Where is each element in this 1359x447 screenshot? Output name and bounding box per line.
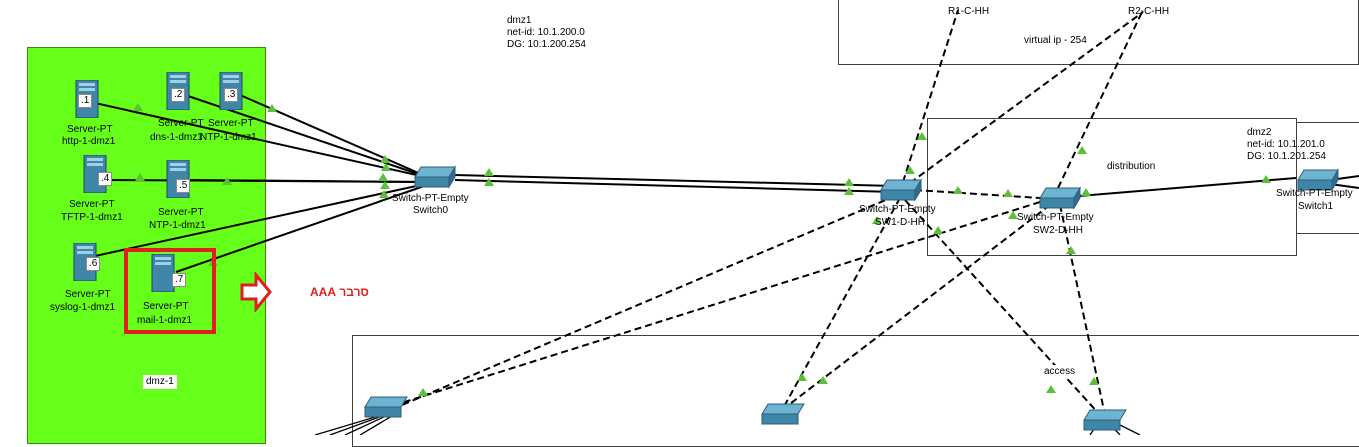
port-up-icon xyxy=(1003,189,1013,197)
switch-type-label: Switch-PT-Empty xyxy=(1017,212,1094,223)
server-ip-tag: .5 xyxy=(176,179,191,193)
link-server1-switch0 xyxy=(94,102,431,179)
aaa-server-highlight xyxy=(124,248,216,334)
dmz1-zone-label: dmz-1 xyxy=(143,375,177,389)
switch-icon xyxy=(414,165,456,189)
server-type-label: Server-PT xyxy=(208,118,254,129)
port-up-icon xyxy=(418,388,428,396)
port-up-icon xyxy=(818,376,828,384)
switch-name-label: Switch1 xyxy=(1298,201,1334,212)
server-ip-tag: .7 xyxy=(172,273,187,287)
port-up-icon xyxy=(905,166,915,174)
switch-type-label: Switch-PT-Empty xyxy=(392,193,469,204)
link-switch0-sw1-a xyxy=(454,174,896,187)
server-type-label: Server-PT xyxy=(69,199,115,210)
switch-icon xyxy=(1039,186,1081,210)
link-sw1-access3 xyxy=(904,199,1101,416)
port-up-icon xyxy=(380,155,390,163)
link-sw2-access3 xyxy=(1059,204,1106,416)
port-up-icon xyxy=(1046,385,1056,393)
port-up-icon xyxy=(484,178,494,186)
port-up-icon xyxy=(1077,146,1087,154)
port-up-icon xyxy=(1261,175,1271,183)
server-name-label: NTP-1-dmz1 xyxy=(149,220,206,231)
port-up-icon xyxy=(135,173,145,181)
access-switch-icon[interactable] xyxy=(1082,408,1128,432)
network-links xyxy=(94,9,1359,435)
port-up-icon xyxy=(1066,246,1076,254)
link-sw1-r2 xyxy=(909,11,1144,184)
port-up-icon xyxy=(1008,211,1018,219)
server-ip-tag: .3 xyxy=(224,88,239,102)
port-up-icon xyxy=(381,163,391,171)
server-type-label: Server-PT xyxy=(158,207,204,218)
right-arrow-icon xyxy=(240,272,272,312)
dmz1-info-note: dmz1 net-id: 10.1.200.0 DG: 10.1.200.254 xyxy=(504,14,589,52)
distribution-label: distribution xyxy=(1104,160,1159,174)
link-server7-switch0 xyxy=(175,183,431,273)
port-up-icon xyxy=(844,187,854,195)
link-sw1-access1 xyxy=(394,195,896,409)
port-up-icon xyxy=(484,168,494,176)
virtual-ip-label: virtual ip - 254 xyxy=(1021,34,1090,48)
access-label: access xyxy=(1041,365,1079,379)
link-sw1-r1 xyxy=(902,9,959,183)
port-up-icon xyxy=(797,373,807,381)
port-up-icon xyxy=(133,103,143,111)
server-type-label: Server-PT xyxy=(158,118,204,129)
switch-type-label: Switch-PT-Empty xyxy=(859,204,936,215)
switch-name-label: SW1-D-HH xyxy=(875,217,925,228)
server-name-label: mail-1-dmz1 xyxy=(137,315,193,326)
port-up-icon xyxy=(933,226,943,234)
dmz2-info-note: dmz2 net-id: 10.1.201.0 DG: 10.1.201.254 xyxy=(1247,127,1326,162)
switch-name-label: SW2-D-HH xyxy=(1033,225,1083,236)
port-up-icon xyxy=(380,181,390,189)
link-sw1-sw2 xyxy=(914,189,1041,199)
server-ip-tag: .1 xyxy=(78,94,93,108)
port-up-icon xyxy=(378,173,388,181)
server-name-label: dns-1-dmz1 xyxy=(150,132,203,143)
switch-icon xyxy=(880,178,922,202)
link-sw2-switch1 xyxy=(1054,177,1297,199)
link-sw2-access2 xyxy=(781,204,1051,411)
server-type-label: Server-PT xyxy=(143,301,189,312)
link-server6-switch0 xyxy=(94,182,431,257)
access-switch-icon[interactable] xyxy=(363,395,409,419)
link-server3-switch0 xyxy=(239,94,431,179)
port-up-icon xyxy=(872,216,882,224)
aaa-server-callout: סרבר AAA xyxy=(310,285,369,299)
port-up-icon xyxy=(1081,188,1091,196)
port-up-icon xyxy=(844,178,854,186)
port-up-icon xyxy=(222,177,232,185)
server-name-label: syslog-1-dmz1 xyxy=(50,302,116,313)
link-switch0-sw1-b xyxy=(454,179,896,193)
link-sw2-access1 xyxy=(394,201,1041,406)
server-type-label: Server-PT xyxy=(65,289,111,300)
server-name-label: NTP-1-dmz1 xyxy=(200,132,257,143)
router-r1-label[interactable]: R1-C-HH xyxy=(948,6,990,17)
access-switch-icon[interactable] xyxy=(760,402,806,426)
router-r2-label[interactable]: R2-C-HH xyxy=(1128,6,1170,17)
switch-type-label: Switch-PT-Empty xyxy=(1276,188,1353,199)
port-up-icon xyxy=(379,190,389,198)
switch-icon xyxy=(1297,168,1339,192)
server-name-label: http-1-dmz1 xyxy=(62,136,116,147)
server-name-label: TFTP-1-dmz1 xyxy=(61,212,123,223)
port-up-icon xyxy=(953,186,963,194)
port-up-icon xyxy=(1089,377,1099,385)
port-up-icon xyxy=(917,132,927,140)
server-ip-tag: .4 xyxy=(98,172,113,186)
switch-name-label: Switch0 xyxy=(413,205,449,216)
port-up-icon xyxy=(267,104,277,112)
server-type-label: Server-PT xyxy=(67,124,113,135)
server-ip-tag: .2 xyxy=(171,88,186,102)
server-ip-tag: .6 xyxy=(86,257,101,271)
